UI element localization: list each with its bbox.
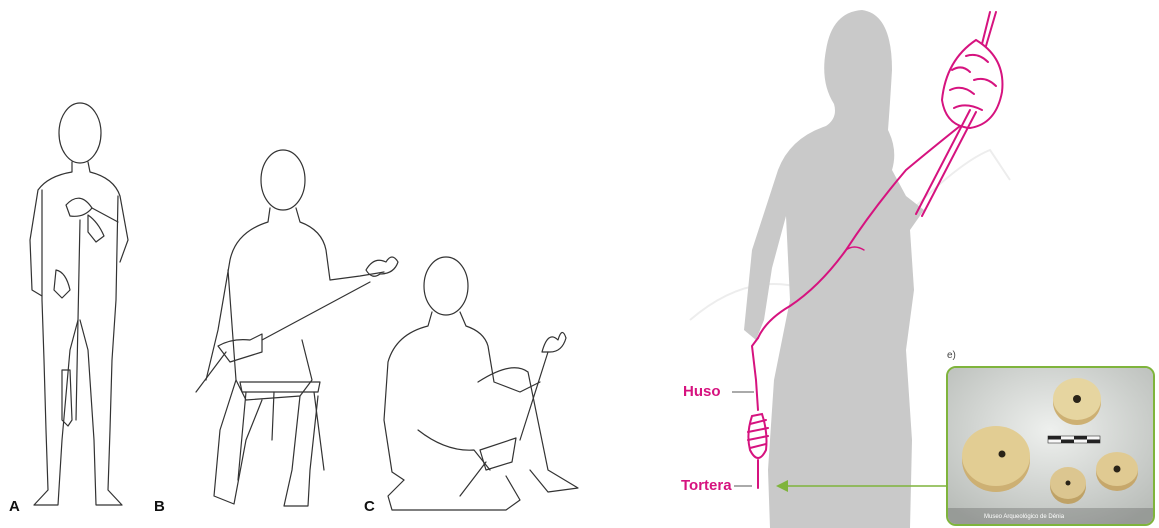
whorl-medium bbox=[1096, 452, 1138, 491]
photo-caption: Museo Arqueológico de Dénia bbox=[984, 514, 1064, 520]
photo-tag: e) bbox=[947, 350, 956, 361]
whorl-photo: Museo Arqueológico de Dénia bbox=[946, 366, 1155, 526]
whorl-large bbox=[962, 426, 1030, 492]
person-silhouette bbox=[744, 10, 924, 528]
label-huso: Huso bbox=[683, 383, 721, 400]
label-tortera: Tortera bbox=[681, 477, 732, 494]
figure-label-c: C bbox=[364, 498, 375, 515]
drop-spindle-diagram: Huso Tortera e) bbox=[640, 0, 1159, 528]
whorl-small bbox=[1050, 467, 1086, 504]
line-drawings bbox=[0, 0, 640, 528]
spinning-postures-illustration: A B C bbox=[0, 0, 640, 528]
figure-a-standing bbox=[30, 103, 128, 505]
whorl-top bbox=[1053, 378, 1101, 425]
figure-label-b: B bbox=[154, 498, 165, 515]
figure-b-seated-stool bbox=[196, 150, 398, 506]
scale-bar bbox=[1048, 436, 1100, 443]
figure-c-seated-floor bbox=[384, 257, 578, 510]
spindle-whorls bbox=[948, 368, 1153, 524]
figure-label-a: A bbox=[9, 498, 20, 515]
